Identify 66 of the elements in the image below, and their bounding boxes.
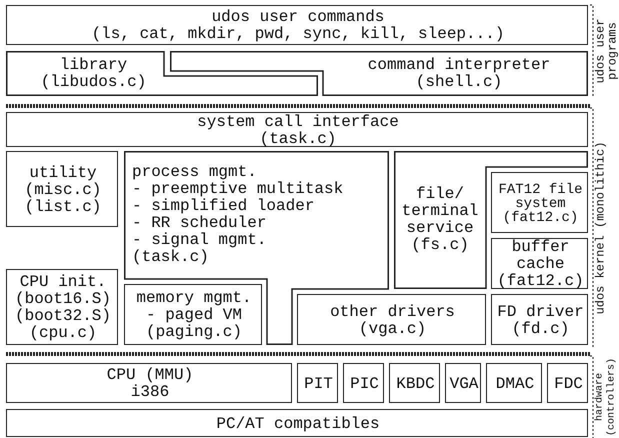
module-box — [343, 363, 384, 403]
module-box — [124, 284, 262, 345]
module-text: command interpreter — [368, 57, 550, 74]
module-text: buffer cache — [510, 239, 570, 273]
module-text: (boot32.S) — [14, 308, 111, 325]
module-text: - preemptive multitask — [132, 181, 344, 198]
module-text: CPU (MMU) — [106, 367, 194, 384]
module-text: - RR scheduler — [132, 215, 266, 232]
module-text: (fat12.c) — [502, 210, 578, 224]
module-text: i386 — [130, 384, 170, 401]
module-text: library — [60, 57, 128, 74]
module-box — [547, 363, 588, 403]
module-text: - signal mgmt. — [132, 232, 266, 249]
module-text: process mgmt. — [132, 164, 257, 181]
module-text: (misc.c) — [24, 182, 102, 198]
module-text: PIT — [304, 376, 333, 392]
module-text: FDC — [554, 376, 583, 392]
module-text: (fd.c) — [512, 320, 570, 338]
module-box — [6, 363, 292, 403]
module-box — [6, 112, 588, 147]
module-box — [486, 363, 542, 403]
module-text: (ls, cat, mkdir, pwd, sync, kill, sleep...) — [92, 26, 504, 43]
module-box — [6, 151, 118, 227]
module-text: PIC — [350, 376, 379, 392]
module-text: file/ terminal service — [400, 186, 480, 237]
module-text: FD driver — [497, 304, 584, 320]
module-text: other drivers — [330, 304, 455, 320]
module-box — [491, 238, 588, 289]
module-text: (shell.c) — [416, 74, 502, 91]
module-text: udos user commands — [212, 9, 384, 26]
module-text: - simplified loader — [132, 198, 314, 215]
module-text: (vga.c) — [358, 320, 426, 338]
module-box — [445, 363, 481, 403]
module-text: CPU init. — [20, 274, 106, 291]
module-text: VGA — [450, 376, 478, 392]
module-text: (boot16.S) — [14, 291, 111, 308]
module-text: DMAC — [496, 376, 534, 392]
side-label: udos user programs — [594, 17, 619, 85]
module-text: utility — [29, 164, 97, 182]
module-text: (libudos.c) — [40, 74, 146, 91]
module-text: (paging.c) — [146, 324, 242, 341]
module-box — [297, 294, 486, 345]
module-text: KBDC — [396, 376, 435, 392]
module-text: (cpu.c) — [29, 325, 97, 342]
side-label: udos kernel (monolithic) — [594, 140, 608, 316]
module-text: FAT12 file system — [497, 182, 584, 210]
module-box — [297, 363, 338, 403]
module-box — [389, 363, 440, 403]
module-text: (fat12.c) — [497, 273, 584, 290]
layer-block — [394, 151, 588, 289]
module-text: (task.c) — [132, 249, 209, 266]
module-text: memory mgmt. — [136, 290, 252, 307]
layer-block — [6, 51, 318, 96]
module-box — [491, 294, 588, 345]
module-box — [6, 409, 588, 437]
module-text: - paged VM — [146, 307, 242, 324]
module-text: (list.c) — [24, 198, 102, 216]
module-box — [491, 172, 588, 233]
module-box — [6, 269, 118, 345]
module-text: (fs.c) — [411, 237, 469, 254]
module-box — [6, 5, 588, 45]
module-text: system call interface — [197, 114, 399, 130]
module-text: (task.c) — [260, 130, 336, 148]
layer-block — [170, 51, 588, 96]
side-label: hardware (controllers) — [594, 357, 618, 438]
module-text: PC/AT compatibles — [216, 416, 380, 432]
